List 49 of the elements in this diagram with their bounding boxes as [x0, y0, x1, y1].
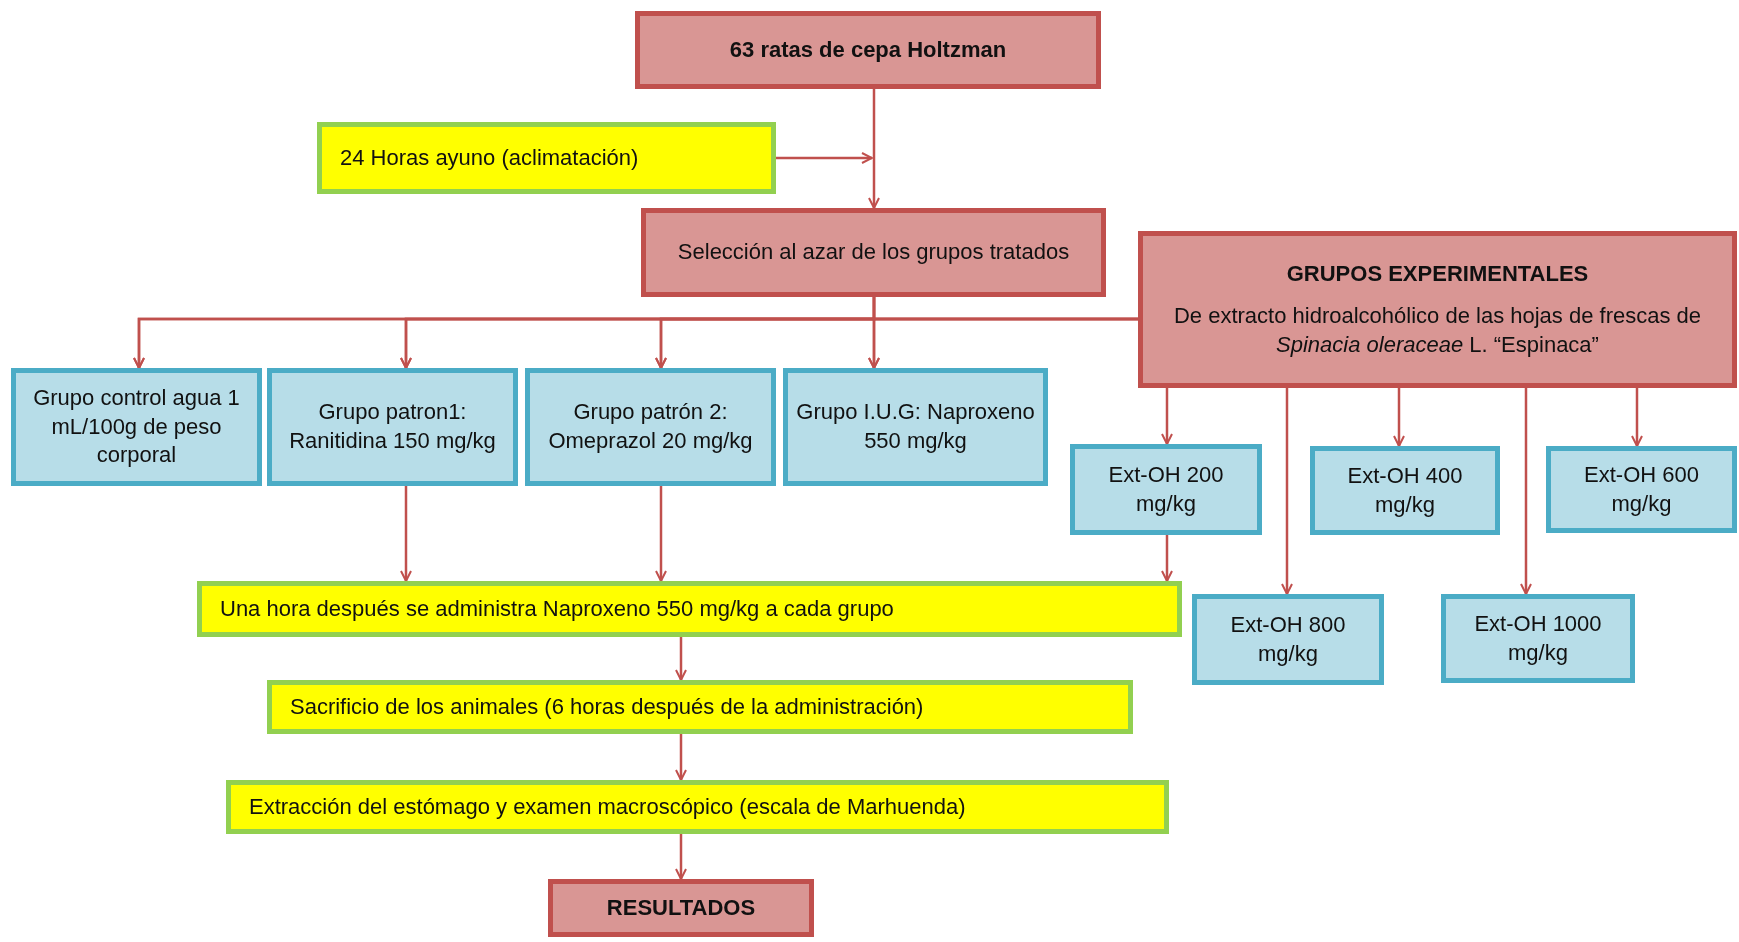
box-text: De extracto hidroalcohólico de las hojas de frescas de Spinacia oleraceae L. “Espinaca”: [1172, 302, 1703, 359]
process-box: [1070, 444, 1262, 535]
arrow: [776, 152, 873, 164]
process-box: [317, 122, 776, 194]
box-text: Una hora después se administra Naproxeno 550 mg/kg a cada grupo: [220, 594, 894, 623]
process-box: [267, 680, 1133, 734]
box-text: Selección al azar de los grupos tratados: [677, 238, 1070, 267]
box-text: Ext-OH 1000 mg/kg: [1473, 609, 1603, 667]
process-box: [548, 879, 814, 937]
arrow: [1161, 388, 1173, 445]
box-heading: GRUPOS EXPERIMENTALES: [1286, 259, 1589, 288]
box-text: Ext-OH 800 mg/kg: [1229, 610, 1347, 668]
arrow: [675, 834, 687, 880]
process-box: [783, 368, 1048, 486]
process-box: [1138, 231, 1737, 388]
box-text: Ext-OH 600 mg/kg: [1583, 460, 1700, 518]
box-text: Sacrificio de los animales (6 horas después de la administración): [290, 692, 924, 721]
arrow: [1631, 388, 1643, 447]
process-box: [197, 581, 1182, 637]
process-box: [267, 368, 518, 486]
process-box: [11, 368, 262, 486]
arrow: [400, 486, 412, 582]
box-text: Grupo patron1: Ranitidina 150 mg/kg: [288, 398, 497, 455]
process-box: [1546, 446, 1737, 533]
box-text: 63 ratas de cepa Holtzman: [729, 35, 1007, 64]
box-text: Grupo control agua 1 mL/100g de peso corporal: [32, 384, 241, 470]
arrow: [655, 486, 667, 582]
box-text: Grupo patrón 2: Omeprazol 20 mg/kg: [547, 398, 754, 455]
process-box: [525, 368, 776, 486]
process-box: [1441, 594, 1635, 683]
arrow: [675, 734, 687, 781]
box-text: Ext-OH 400 mg/kg: [1346, 461, 1464, 519]
arrow: [1393, 388, 1405, 447]
box-text: Ext-OH 200 mg/kg: [1107, 460, 1225, 518]
process-box: [641, 208, 1106, 297]
process-box: [1310, 446, 1500, 535]
box-text: RESULTADOS: [606, 893, 756, 922]
process-box: [226, 780, 1169, 834]
arrow: [675, 637, 687, 681]
arrow: [1281, 388, 1293, 595]
box-text: 24 Horas ayuno (aclimatación): [340, 143, 639, 172]
arrow: [1161, 535, 1173, 582]
box-text: Grupo I.U.G: Naproxeno 550 mg/kg: [796, 398, 1035, 455]
process-box: [635, 11, 1101, 89]
box-text: Extracción del estómago y examen macroscópico (escala de Marhuenda): [249, 792, 966, 821]
process-box: [1192, 594, 1384, 685]
arrow: [1520, 388, 1532, 595]
arrow: [868, 317, 1138, 369]
arrow: [868, 89, 880, 209]
